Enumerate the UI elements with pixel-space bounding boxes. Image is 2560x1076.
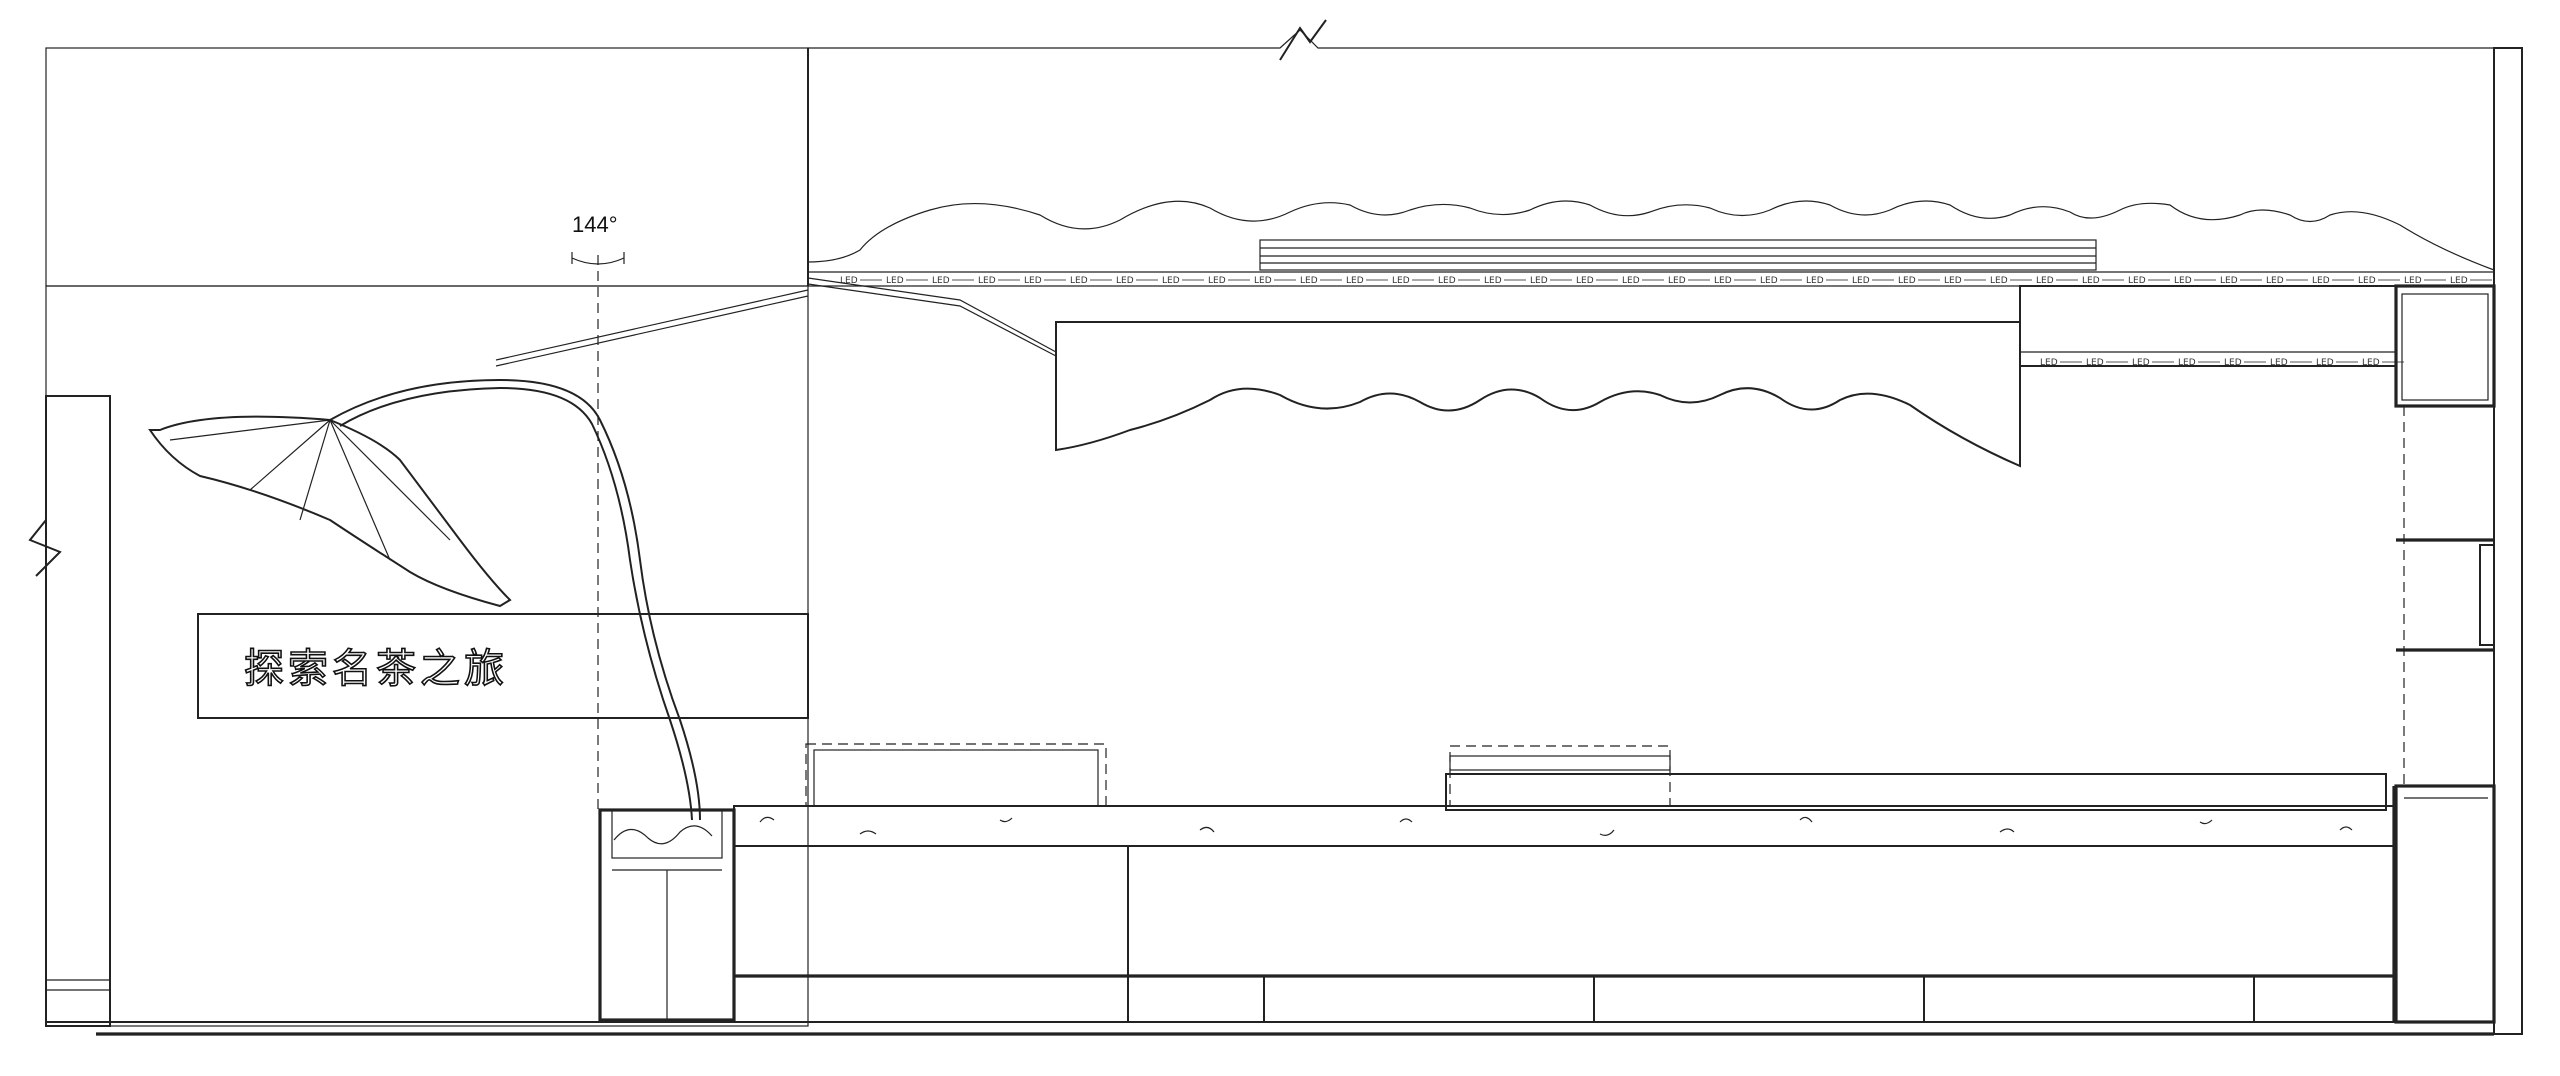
led-label: LED [886, 276, 904, 286]
led-label: LED [840, 276, 858, 286]
led-label: LED [1070, 276, 1088, 286]
led-label: LED [1484, 276, 1502, 286]
led-label: LED [2178, 358, 2196, 368]
led-label: LED [1714, 276, 1732, 286]
led-label: LED [1024, 276, 1042, 286]
led-label: LED [1162, 276, 1180, 286]
led-label: LED [1760, 276, 1778, 286]
led-label: LED [2362, 358, 2380, 368]
angle-dimension: 144° [571, 212, 625, 265]
led-label: LED [1208, 276, 1226, 286]
led-label: LED [1576, 276, 1594, 286]
led-label: LED [2174, 276, 2192, 286]
led-label: LED [2266, 276, 2284, 286]
led-label: LED [932, 276, 950, 286]
suspension-cable [807, 277, 1057, 353]
angle-label: 144° [572, 212, 618, 237]
counter-top [733, 805, 2395, 847]
led-label: LED [1944, 276, 1962, 286]
led-label: LED [2312, 276, 2330, 286]
led-label: LED [1530, 276, 1548, 286]
planter-box [598, 808, 736, 1022]
leaf-sculpture [148, 289, 809, 821]
suspended-wave-panel [1055, 321, 2021, 468]
led-label: LED [2220, 276, 2238, 286]
led-label: LED [2086, 358, 2104, 368]
break-symbol-top [1279, 19, 1327, 61]
led-label: LED [2132, 358, 2150, 368]
sign-text: 探索名茶之旅 [244, 646, 508, 692]
led-label: LED [1852, 276, 1870, 286]
led-label: LED [2082, 276, 2100, 286]
led-label: LED [2404, 276, 2422, 286]
floor-line [46, 1021, 2494, 1036]
led-label: LED [1392, 276, 1410, 286]
led-label: LED [1668, 276, 1686, 286]
break-symbol-left [28, 519, 62, 577]
led-label: LED [2450, 276, 2468, 286]
led-label: LED [1622, 276, 1640, 286]
led-label: LED [2128, 276, 2146, 286]
led-label: LED [2224, 358, 2242, 368]
led-label: LED [2270, 358, 2288, 368]
led-label: LED [2036, 276, 2054, 286]
sign-panel: 探索名茶之旅 [197, 613, 809, 719]
led-label: LED [2316, 358, 2334, 368]
display-box-left [805, 743, 1107, 807]
ceiling-grille [1259, 239, 2097, 271]
led-label: LED [1254, 276, 1272, 286]
led-label: LED [978, 276, 996, 286]
counter-front [733, 786, 2396, 1023]
led-label: LED [1898, 276, 1916, 286]
led-label: LED [1990, 276, 2008, 286]
led-strip-upper: LED LED LED LED LED LED LED LED LED LED LED LED LED L… [808, 271, 2494, 287]
led-label: LED [1438, 276, 1456, 286]
led-label: LED [1300, 276, 1318, 286]
led-label: LED [1346, 276, 1364, 286]
led-label: LED [1116, 276, 1134, 286]
led-label: LED [2358, 276, 2376, 286]
led-label: LED [2040, 358, 2058, 368]
dotted-ceiling-panel: LED LED LED LED LED LED LED LED [2019, 285, 2404, 368]
display-box-right [1445, 745, 2387, 811]
led-label: LED [1806, 276, 1824, 286]
right-wall [2394, 47, 2523, 1035]
